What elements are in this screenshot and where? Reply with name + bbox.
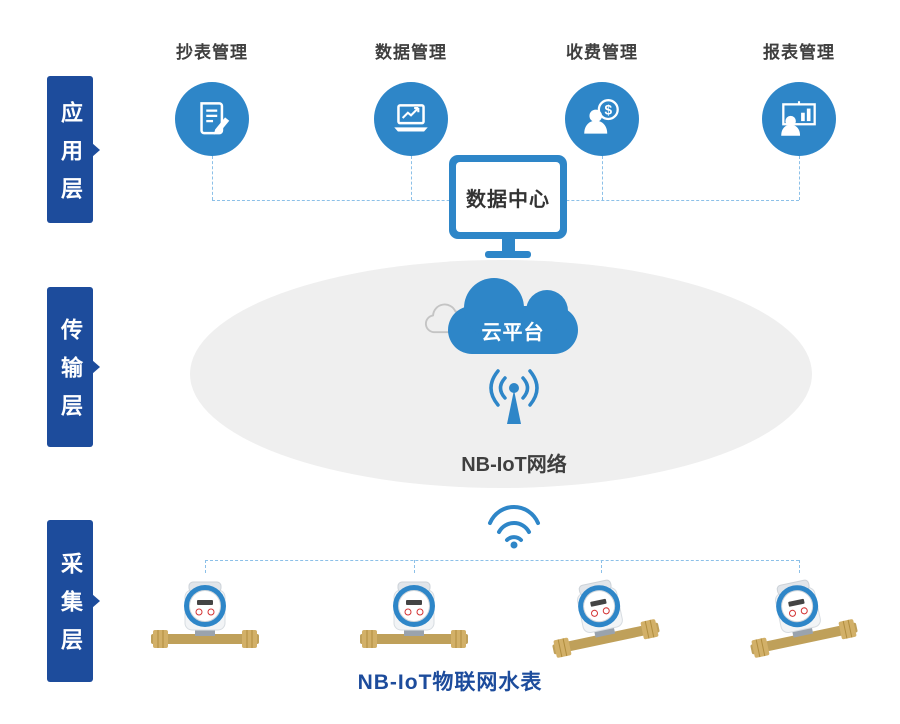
monitor-screen: 数据中心 xyxy=(449,155,567,239)
layer-label-transmission: 传输层 xyxy=(58,318,83,432)
water-meter-icon xyxy=(735,561,862,668)
wifi-icon xyxy=(488,505,540,549)
connector-vertical xyxy=(212,156,213,200)
app-icon-circle: $ xyxy=(565,82,639,156)
data-center-monitor: 数据中心 xyxy=(449,155,567,258)
layer-label-application: 应用层 xyxy=(58,100,83,215)
app-icon-circle xyxy=(175,82,249,156)
water-meter-image xyxy=(149,572,261,658)
monitor-base xyxy=(485,251,531,258)
water-meter-icon xyxy=(358,572,470,658)
connector-vertical xyxy=(601,560,602,573)
cloud-platform: 云平台 xyxy=(448,278,578,354)
data-center-label: 数据中心 xyxy=(456,162,560,232)
meter-reading-icon xyxy=(200,102,230,135)
layer-label-collection: 采集层 xyxy=(58,552,83,666)
water-meter-image xyxy=(743,572,855,658)
layer-tab-application: 应用层 xyxy=(47,76,100,223)
meters-caption: NB-IoT物联网水表 xyxy=(357,671,543,694)
app-icon-circle xyxy=(374,82,448,156)
connector-vertical xyxy=(602,156,603,200)
connector-vertical xyxy=(414,560,415,573)
app-item-label: 抄表管理 xyxy=(176,43,248,62)
connector-vertical xyxy=(799,560,800,573)
water-meter-icon xyxy=(149,572,261,658)
data-management-icon xyxy=(394,104,428,132)
layer-tab-arrow xyxy=(92,594,100,608)
app-item-label: 报表管理 xyxy=(763,43,835,62)
app-item-label: 数据管理 xyxy=(375,43,447,62)
app-item-label: 收费管理 xyxy=(566,43,638,62)
connector-vertical xyxy=(411,156,412,200)
cloud-icon xyxy=(448,278,578,354)
water-meter-icon xyxy=(537,561,664,668)
layer-tab-transmission: 传输层 xyxy=(47,287,100,447)
fee-management-icon: $ xyxy=(584,99,619,134)
water-meter-image xyxy=(545,572,657,658)
connector-horizontal xyxy=(205,560,799,561)
layer-tab-arrow xyxy=(92,142,100,157)
connector-vertical xyxy=(799,156,800,200)
network-label: NB-IoT网络 xyxy=(461,454,567,476)
cloud-platform-label: 云平台 xyxy=(481,322,545,344)
layer-tab-arrow xyxy=(92,360,100,374)
app-icon-circle xyxy=(762,82,836,156)
connector-vertical xyxy=(205,560,206,573)
monitor-neck xyxy=(501,239,515,251)
water-meter-image xyxy=(358,572,470,658)
report-management-icon xyxy=(781,101,816,136)
layer-tab-collection: 采集层 xyxy=(47,520,100,682)
nbiot-antenna-icon xyxy=(489,369,539,424)
currency-symbol: $ xyxy=(604,102,612,117)
